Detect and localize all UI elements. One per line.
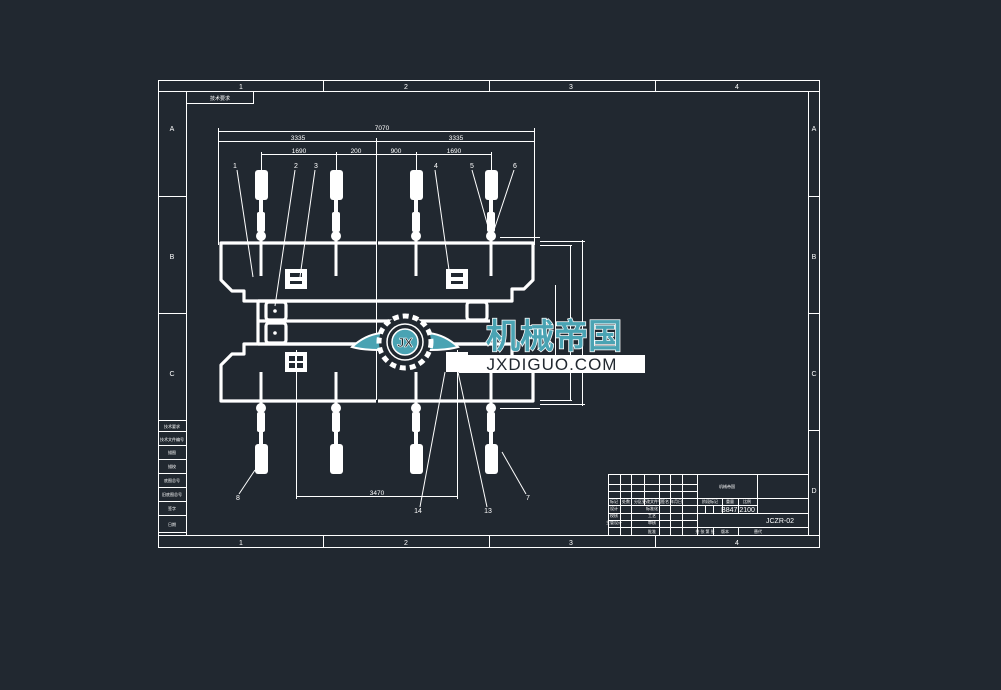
insulator-icon — [330, 372, 343, 474]
insulator-icon — [255, 170, 268, 276]
callout: 5 — [470, 163, 474, 170]
drawing-frame — [158, 80, 820, 548]
corner-label: 技术要求 — [210, 95, 230, 102]
revision-row: 签字 — [168, 505, 176, 511]
emblem-text: JX — [397, 335, 413, 350]
company-name: 机械帝国 — [719, 483, 735, 489]
column-label: 2 — [404, 540, 408, 547]
column-label: 4 — [735, 84, 739, 91]
row-label: B — [170, 254, 175, 261]
row-labels-left: A B C — [169, 126, 174, 378]
dimension-lines — [218, 128, 585, 499]
revision-table: 技术要求 技术文件编号 描图 描校 底图总号 旧底图总号 签字 日期 — [158, 420, 187, 533]
role-label: 主管设计 — [606, 519, 622, 525]
revision-row: 描图 — [168, 449, 176, 455]
insulators-bottom — [255, 372, 498, 474]
role-label: 标准化 — [646, 505, 658, 511]
control-box — [285, 269, 307, 289]
sheet-info: 共 张 第 张 — [695, 528, 714, 534]
column-label: 4 — [735, 540, 739, 547]
callout-labels: 1 2 3 4 5 6 7 8 13 14 — [233, 163, 530, 515]
revision-row: 技术文件编号 — [160, 436, 184, 442]
callout: 1 — [233, 163, 237, 170]
callout: 14 — [414, 508, 422, 515]
callout: 8 — [236, 495, 240, 502]
corner-label-box: 技术要求 — [186, 91, 254, 104]
drawing-number: B847.2100 — [721, 507, 755, 514]
column-labels-top: 1 2 3 4 — [239, 84, 739, 91]
header-col: 年月日 — [670, 498, 682, 504]
dim-right-gap: 900 — [391, 148, 402, 155]
pod — [465, 300, 489, 322]
column-label: 2 — [404, 84, 408, 91]
dim-left-gap: 200 — [351, 148, 362, 155]
revision-row: 旧底图总号 — [162, 491, 182, 497]
callout: 4 — [434, 163, 438, 170]
revision-row: 描校 — [168, 463, 176, 469]
insulator-icon — [485, 372, 498, 474]
dimension-text: 7070 3335 3335 1690 200 900 1690 3470 — [291, 125, 464, 497]
dim-right-half: 3335 — [449, 135, 464, 142]
column-label: 3 — [569, 84, 573, 91]
row-label: C — [169, 371, 174, 378]
insulator-icon — [255, 372, 268, 474]
leader-lines — [236, 169, 527, 508]
callout: 6 — [513, 163, 517, 170]
column-labels-bottom: 1 2 3 4 — [239, 540, 739, 547]
row-label: A — [812, 126, 817, 133]
column-label: 1 — [239, 84, 243, 91]
part-code: JCZR-02 — [766, 518, 794, 525]
dim-left-half: 3335 — [291, 135, 306, 142]
header-col: 处数 — [622, 498, 630, 504]
watermark-logo: JX 机械帝国 JXDIGUO.COM — [350, 313, 645, 374]
role-label: 设计 — [610, 505, 618, 511]
role-label: 审核 — [648, 519, 656, 525]
row-label: A — [170, 126, 175, 133]
watermark-title: 机械帝国 — [486, 317, 622, 357]
role-label: 批准 — [648, 528, 656, 534]
dim-bottom-span: 3470 — [370, 490, 385, 497]
stage-col: 比例 — [743, 498, 751, 504]
revision-row: 技术要求 — [164, 423, 180, 429]
dim-right-span: 1690 — [447, 148, 462, 155]
insulators-top — [255, 170, 498, 276]
dim-overall: 7070 — [375, 125, 390, 132]
row-label: B — [812, 254, 817, 261]
callout: 2 — [294, 163, 298, 170]
row-label: D — [811, 488, 816, 495]
column-label: 1 — [239, 540, 243, 547]
header-col: 更改文件号 — [642, 498, 662, 504]
row-label: C — [811, 371, 816, 378]
stage-col: 重量 — [726, 498, 734, 504]
insulator-icon — [330, 170, 343, 276]
version-label: 版本 — [721, 528, 729, 534]
pod — [264, 321, 288, 345]
callout: 3 — [314, 163, 318, 170]
insulator-icon — [485, 170, 498, 276]
header-col: 分区 — [634, 498, 642, 504]
control-box — [285, 352, 307, 372]
revision-row: 日期 — [168, 521, 176, 527]
watermark-url: JXDIGUO.COM — [487, 355, 618, 374]
insulator-icon — [410, 372, 423, 474]
replace-label: 替代 — [754, 528, 762, 534]
insulator-icon — [410, 170, 423, 276]
role-label: 工艺 — [648, 513, 656, 518]
header-col: 签名 — [661, 498, 669, 504]
header-col: 标记 — [610, 498, 618, 504]
row-labels-right: A B C D — [811, 126, 816, 495]
dim-left-span: 1690 — [292, 148, 307, 155]
revision-row: 底图总号 — [164, 477, 180, 483]
callout: 7 — [526, 495, 530, 502]
title-block: 机械帝国 标记 处数 分区 更改文件号 签名 年月日 设计 校核 主管设计 标准… — [606, 474, 809, 536]
role-label: 校核 — [610, 512, 618, 518]
callout: 13 — [484, 508, 492, 515]
column-label: 3 — [569, 540, 573, 547]
stage-col: 阶段标记 — [702, 498, 718, 504]
